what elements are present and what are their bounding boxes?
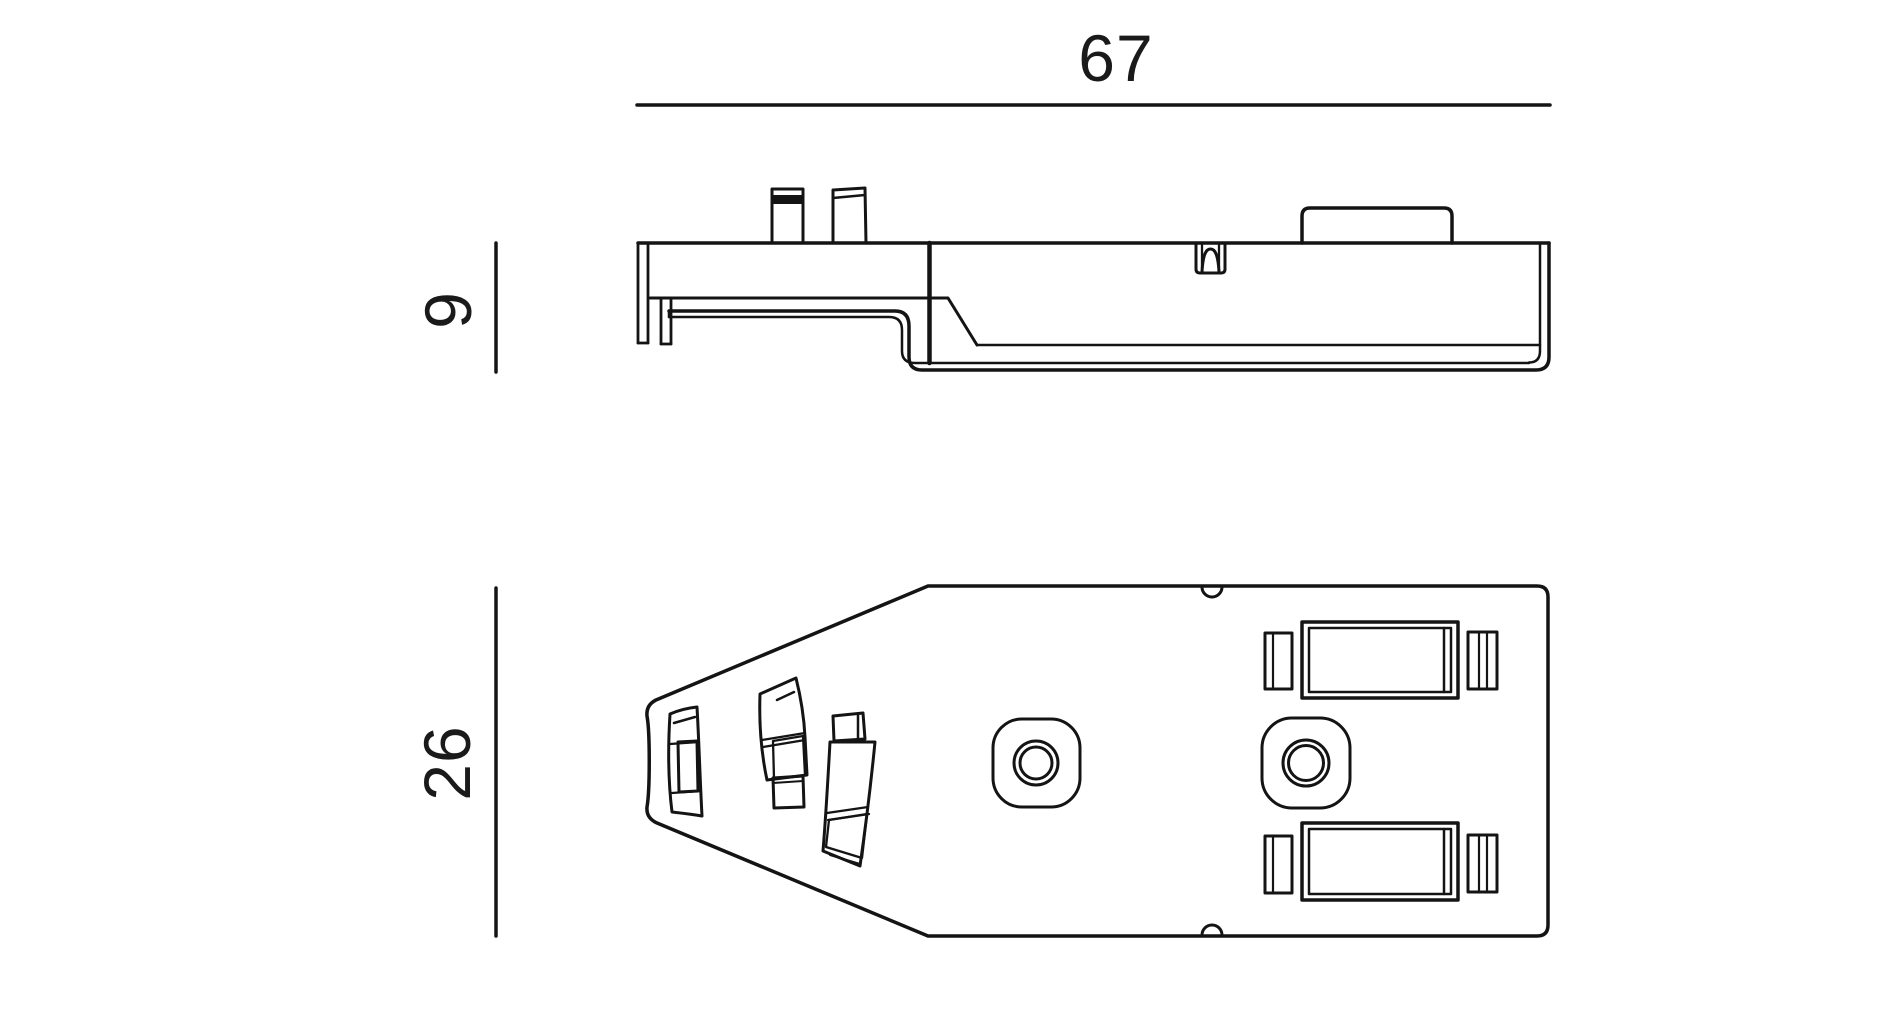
slot-bottom-left-tab — [1263, 834, 1294, 895]
side-view — [636, 186, 1551, 372]
side-view-outer-bottom — [667, 241, 1551, 372]
slot-top-left-tab — [1263, 631, 1294, 691]
dimension-label-depth: 26 — [410, 725, 484, 801]
side-view-top-bump — [1300, 206, 1454, 245]
dimension-label-height: 9 — [411, 291, 485, 329]
dimension-label-width: 67 — [1078, 21, 1154, 95]
screw-boss-left — [991, 717, 1082, 809]
side-view-flange-underside — [648, 296, 979, 347]
slot-top — [1263, 620, 1499, 700]
side-view-leg-1 — [636, 241, 650, 345]
bottom-view-bottom-edge-notch — [1200, 923, 1224, 937]
bottom-view-top-edge-notch — [1200, 585, 1224, 599]
rib-2 — [758, 676, 809, 810]
dimension-lines — [494, 103, 1552, 938]
side-view-blade-inner — [667, 315, 1531, 365]
side-view-prong-2 — [831, 186, 868, 245]
rib-1 — [667, 705, 704, 818]
side-view-prong-1 — [770, 187, 805, 245]
slot-bottom — [1263, 821, 1499, 902]
screw-boss-right — [1260, 716, 1352, 810]
rib-3 — [821, 711, 877, 868]
bottom-view-outline — [645, 584, 1550, 938]
side-view-right-inner — [1527, 241, 1542, 364]
slot-bottom-right-tab — [1466, 833, 1499, 894]
slot-top-right-tab — [1466, 630, 1499, 691]
bottom-view — [645, 584, 1550, 938]
side-view-leg-2 — [659, 296, 673, 346]
side-view-clip-notch — [1194, 241, 1227, 275]
